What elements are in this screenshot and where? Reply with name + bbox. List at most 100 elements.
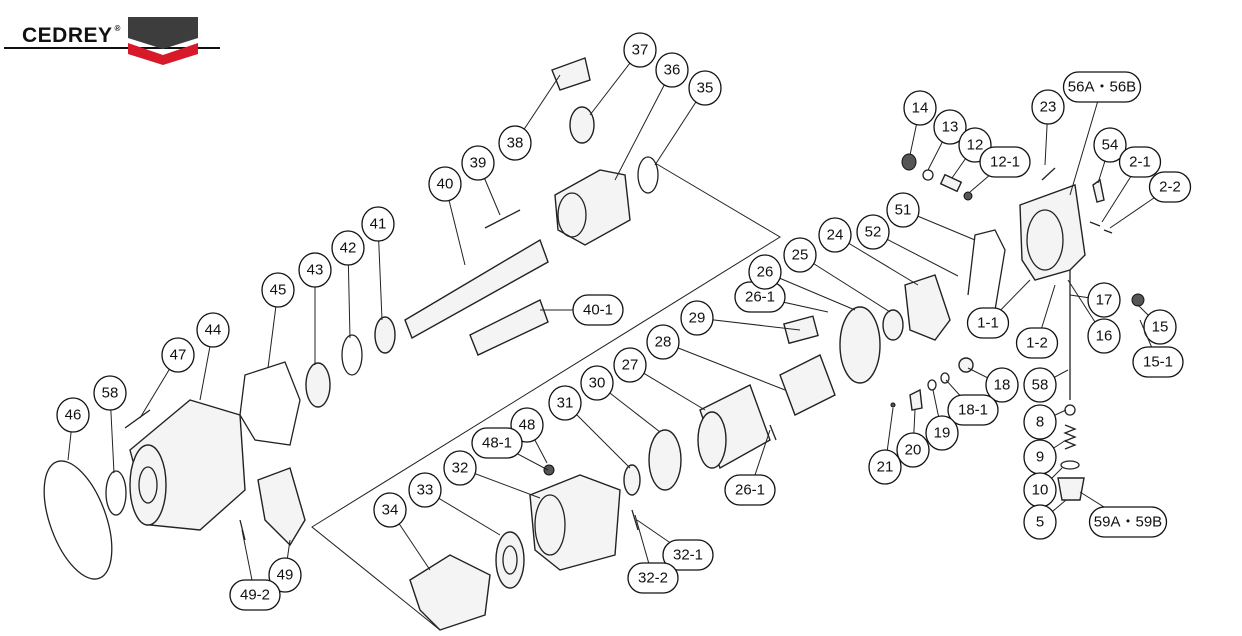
callout-number: 32 bbox=[452, 460, 469, 477]
callout-bubble bbox=[903, 90, 937, 126]
callout-19: 19 bbox=[925, 389, 959, 451]
callout-number: 1-2 bbox=[1026, 335, 1048, 352]
callout-42: 42 bbox=[331, 230, 365, 339]
callout-number: 51 bbox=[895, 202, 912, 219]
callout-bubble bbox=[580, 365, 614, 401]
callout-bubble bbox=[1031, 89, 1065, 125]
callout-bubble bbox=[1087, 318, 1121, 354]
callout-number: 44 bbox=[205, 322, 222, 339]
callout-bubble bbox=[373, 492, 407, 528]
callout-17: 17 bbox=[1069, 282, 1121, 318]
callout-number: 23 bbox=[1040, 99, 1057, 116]
callout-number: 46 bbox=[65, 407, 82, 424]
callout-number: 25 bbox=[792, 247, 809, 264]
callout-bubble bbox=[646, 324, 680, 360]
callout-bubble bbox=[680, 300, 714, 336]
cedrey-logo: CEDREY® bbox=[0, 14, 230, 74]
callout-bubble bbox=[268, 557, 302, 593]
callout-bubble bbox=[1088, 506, 1168, 538]
callout-number: 38 bbox=[507, 135, 524, 152]
leader-line bbox=[662, 341, 786, 391]
callout-26-1: 26-1 bbox=[724, 429, 776, 506]
callout-number: 40 bbox=[437, 176, 454, 193]
callout-bubble bbox=[933, 109, 967, 145]
callout-1-1: 1-1 bbox=[966, 279, 1031, 339]
callout-number: 58 bbox=[1032, 377, 1049, 394]
callout-number: 28 bbox=[655, 334, 672, 351]
callout-20: 20 bbox=[896, 409, 930, 468]
callout-2-2: 2-2 bbox=[1109, 171, 1192, 229]
callout-number: 45 bbox=[270, 282, 287, 299]
callout-39: 39 bbox=[461, 145, 501, 216]
callout-number: 27 bbox=[622, 357, 639, 374]
callout-number: 26-1 bbox=[735, 482, 765, 499]
callout-number: 9 bbox=[1036, 449, 1044, 466]
callout-43: 43 bbox=[298, 252, 332, 365]
callout-bubble bbox=[1093, 127, 1127, 163]
callout-1-2: 1-2 bbox=[1015, 284, 1059, 359]
callout-number: 13 bbox=[942, 119, 959, 136]
callout-number: 33 bbox=[417, 482, 434, 499]
callout-58: 58 bbox=[93, 375, 127, 474]
callout-number: 49 bbox=[277, 567, 294, 584]
callout-23: 23 bbox=[1031, 89, 1065, 166]
callout-5: 5 bbox=[1023, 499, 1067, 540]
assembly-frame bbox=[311, 162, 781, 631]
callout-bubble bbox=[886, 192, 920, 228]
callout-number: 41 bbox=[370, 216, 387, 233]
callout-number: 56A・56B bbox=[1068, 79, 1136, 96]
callout-number: 16 bbox=[1096, 328, 1113, 345]
callout-bubble bbox=[1132, 346, 1184, 378]
callout-number: 20 bbox=[905, 442, 922, 459]
callout-59A-59B: 59A・59B bbox=[1079, 491, 1168, 538]
callout-number: 15-1 bbox=[1143, 354, 1173, 371]
callout-bubble bbox=[748, 254, 782, 290]
callout-29: 29 bbox=[680, 300, 801, 336]
callout-40: 40 bbox=[428, 166, 466, 266]
callout-bubble bbox=[783, 237, 817, 273]
callout-bubble bbox=[818, 217, 852, 253]
callout-number: 39 bbox=[470, 155, 487, 172]
callout-number: 26-1 bbox=[745, 289, 775, 306]
callout-number: 52 bbox=[865, 224, 882, 241]
callout-bubble bbox=[1023, 367, 1057, 403]
callout-number: 48-1 bbox=[482, 435, 512, 452]
callout-44: 44 bbox=[196, 312, 230, 401]
callout-bubble bbox=[56, 397, 90, 433]
callout-number: 2-2 bbox=[1159, 179, 1181, 196]
callout-bubble bbox=[261, 272, 295, 308]
callout-bubble bbox=[1015, 327, 1059, 359]
callout-number: 49-2 bbox=[240, 587, 270, 604]
callout-32: 32 bbox=[443, 450, 541, 499]
callout-number: 43 bbox=[307, 262, 324, 279]
callout-15-1: 15-1 bbox=[1132, 319, 1184, 378]
callout-26: 26 bbox=[748, 254, 856, 311]
callout-28: 28 bbox=[646, 324, 786, 391]
callout-47: 47 bbox=[139, 337, 195, 419]
callout-bubble bbox=[93, 375, 127, 411]
callout-labels: 373635383940414243454447584640-126-12625… bbox=[56, 32, 1192, 611]
callout-56A-56B: 56A・56B bbox=[1062, 71, 1142, 196]
callout-36: 36 bbox=[614, 52, 689, 181]
callout-51: 51 bbox=[886, 192, 976, 241]
callout-30: 30 bbox=[580, 365, 661, 433]
callout-bubble bbox=[1143, 309, 1177, 345]
callout-number: 15 bbox=[1152, 319, 1169, 336]
callout-49: 49 bbox=[268, 539, 302, 593]
callout-number: 8 bbox=[1036, 414, 1044, 431]
callout-number: 12 bbox=[967, 137, 984, 154]
callout-10: 10 bbox=[1023, 467, 1063, 508]
callout-12-1: 12-1 bbox=[969, 146, 1031, 193]
callout-number: 58 bbox=[102, 385, 119, 402]
callout-27: 27 bbox=[613, 347, 706, 411]
callout-bubble bbox=[548, 385, 582, 421]
callout-bubble bbox=[613, 347, 647, 383]
callout-number: 12-1 bbox=[990, 154, 1020, 171]
callout-number: 29 bbox=[689, 310, 706, 327]
callout-number: 5 bbox=[1036, 514, 1044, 531]
callout-bubble bbox=[868, 449, 902, 485]
callout-bubble bbox=[662, 539, 714, 571]
callout-9: 9 bbox=[1023, 439, 1067, 475]
callout-number: 14 bbox=[912, 100, 929, 117]
